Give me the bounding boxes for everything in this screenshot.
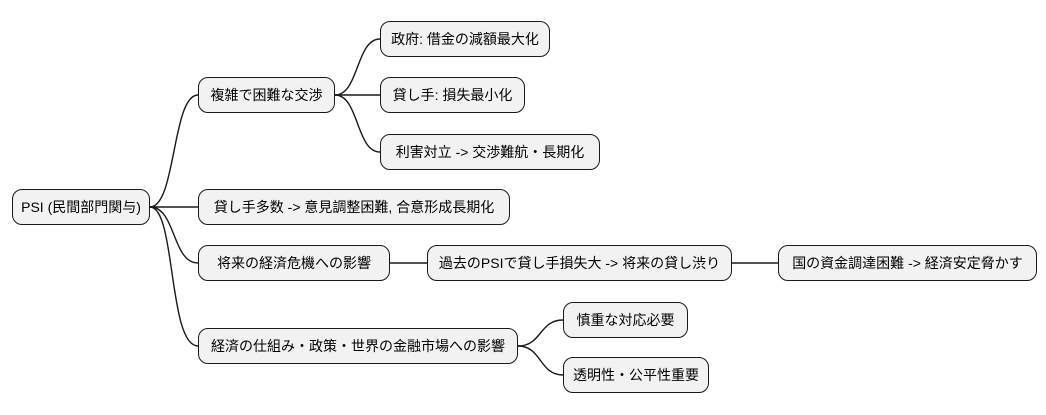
node-psi-root: PSI (民間部門関与) — [12, 189, 150, 225]
node-funding-difficulty-stability: 国の資金調達困難 -> 経済安定脅かす — [778, 245, 1037, 281]
node-conflict-of-interest: 利害対立 -> 交渉難航・長期化 — [380, 134, 600, 170]
connector-negotiation-to-government — [334, 38, 381, 96]
node-many-lenders-consensus: 貸し手多数 -> 意見調整困難, 合意形成長期化 — [198, 189, 510, 225]
connector-root-to-future-crisis — [149, 206, 199, 264]
connector-economy-to-careful — [517, 319, 564, 347]
node-economy-policy-markets-impact: 経済の仕組み・政策・世界の金融市場への影響 — [198, 328, 518, 364]
node-future-crisis-impact: 将来の経済危機への影響 — [198, 245, 390, 281]
connector-negotiation-to-conflict — [334, 94, 381, 153]
node-past-psi-lending-reluctance: 過去のPSIで貸し手損失大 -> 将来の貸し渋り — [427, 245, 732, 281]
node-careful-response: 慎重な対応必要 — [563, 302, 688, 338]
connector-root-to-economy-impact — [149, 206, 199, 347]
node-lenders-loss-minimization: 貸し手: 損失最小化 — [380, 77, 525, 113]
connector-economy-to-transparency — [517, 345, 564, 376]
node-government-debt-reduction: 政府: 借金の減額最大化 — [380, 21, 550, 57]
node-transparency-fairness: 透明性・公平性重要 — [563, 357, 709, 393]
connector-root-to-negotiation — [149, 94, 199, 208]
node-complex-difficult-negotiation: 複雑で困難な交渉 — [198, 77, 335, 113]
